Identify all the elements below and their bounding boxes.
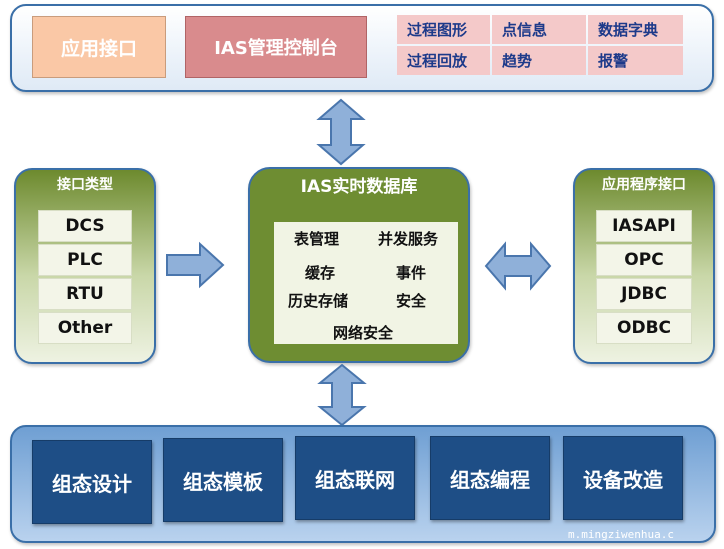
api-item-opc: OPC bbox=[596, 244, 692, 276]
db-feature-network-security: 网络安全 bbox=[333, 324, 394, 342]
interface-item-rtu: RTU bbox=[38, 278, 132, 310]
config-design-label: 组态设计 bbox=[52, 471, 132, 496]
api-item-iasapi: IASAPI bbox=[596, 210, 692, 242]
feature-process-graphics: 过程图形 bbox=[397, 15, 490, 44]
interface-item-dcs: DCS bbox=[38, 210, 132, 242]
config-network-box: 组态联网 bbox=[295, 436, 415, 520]
device-retrofit-box: 设备改造 bbox=[563, 436, 683, 520]
leftright-arrow-icon bbox=[484, 241, 552, 291]
console-label: IAS管理控制台 bbox=[214, 38, 338, 59]
api-panel-title: 应用程序接口 bbox=[602, 177, 686, 193]
db-feature-concurrency: 并发服务 bbox=[378, 230, 439, 248]
updown-arrow-bottom-icon bbox=[317, 363, 367, 427]
config-network-label: 组态联网 bbox=[315, 467, 395, 492]
config-programming-label: 组态编程 bbox=[450, 467, 530, 492]
config-programming-box: 组态编程 bbox=[430, 436, 550, 520]
db-feature-history: 历史存储 bbox=[288, 292, 349, 310]
api-item-odbc: ODBC bbox=[596, 312, 692, 344]
interface-item-plc: PLC bbox=[38, 244, 132, 276]
feature-data-dictionary: 数据字典 bbox=[588, 15, 683, 44]
interface-item-other: Other bbox=[38, 312, 132, 344]
db-feature-security: 安全 bbox=[396, 292, 427, 310]
config-template-label: 组态模板 bbox=[183, 469, 263, 494]
db-feature-event: 事件 bbox=[396, 264, 427, 282]
realtime-db-features bbox=[274, 222, 458, 344]
db-feature-table-mgmt: 表管理 bbox=[294, 230, 340, 248]
realtime-db-title: IAS实时数据库 bbox=[300, 177, 418, 197]
config-template-box: 组态模板 bbox=[163, 438, 283, 522]
feature-process-replay: 过程回放 bbox=[397, 46, 490, 75]
feature-point-info: 点信息 bbox=[492, 15, 586, 44]
interface-type-title: 接口类型 bbox=[57, 177, 113, 193]
console-box: IAS管理控制台 bbox=[185, 16, 367, 78]
app-interface-label: 应用接口 bbox=[60, 37, 137, 60]
api-item-jdbc: JDBC bbox=[596, 278, 692, 310]
watermark-text: m.mingziwenhua.c bbox=[568, 528, 674, 541]
config-design-box: 组态设计 bbox=[32, 440, 152, 524]
db-feature-cache: 缓存 bbox=[305, 264, 336, 282]
app-interface-box: 应用接口 bbox=[32, 16, 166, 78]
feature-grid: 过程图形 点信息 数据字典 过程回放 趋势 报警 bbox=[397, 15, 683, 75]
feature-trend: 趋势 bbox=[492, 46, 586, 75]
device-retrofit-label: 设备改造 bbox=[583, 467, 663, 492]
right-arrow-icon bbox=[166, 241, 225, 289]
updown-arrow-top-icon bbox=[316, 98, 366, 166]
feature-alarm: 报警 bbox=[588, 46, 683, 75]
